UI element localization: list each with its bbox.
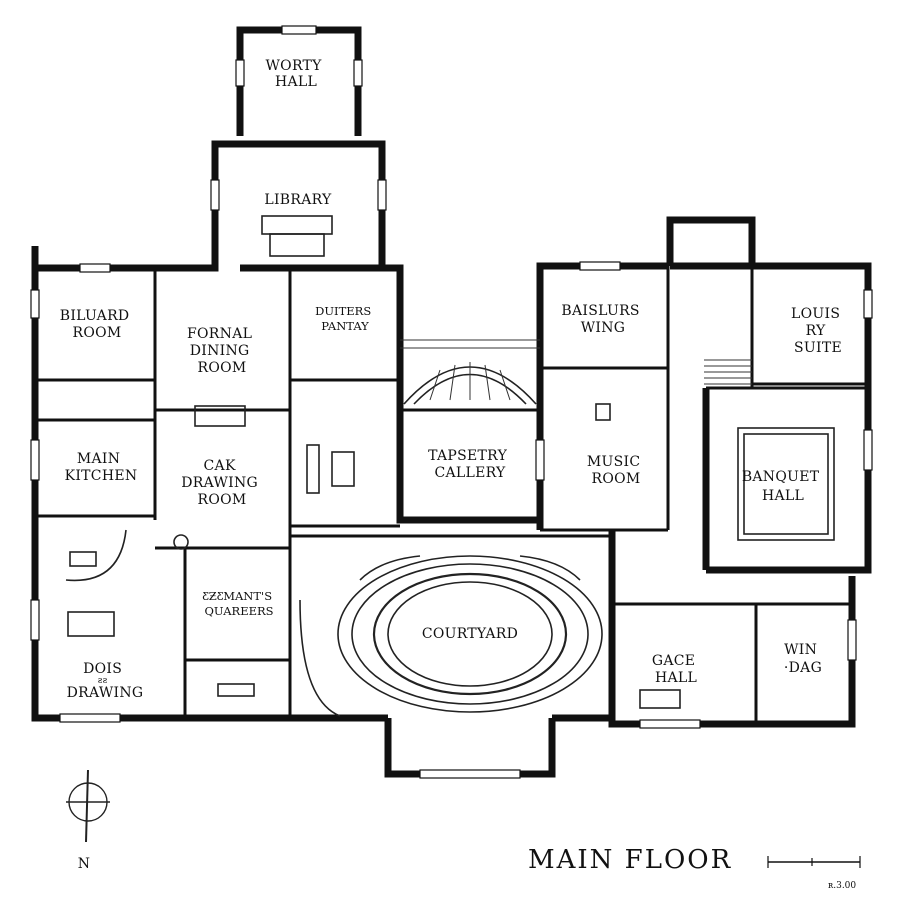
furniture [65,215,835,709]
room-label-biluard-room: BILUARD ROOM [60,308,134,341]
room-label-fornal-dining-room: FORNAL DINING ROOM [187,326,257,376]
courtyard-rings [299,555,603,717]
room-label-cak-drawing-room: CAK DRAWING ROOM [181,458,263,508]
room-label-main-kitchen: MAIN KITCHEN [65,451,138,484]
room-label-louis-suite: LOUIS RY SUITE [791,306,845,356]
scale-note: ʀ.3.00 [828,881,856,891]
room-label-worty-hall: WORTY HALL [265,58,326,90]
walls [31,26,872,778]
room-label-banquet-hall: BANQUET HALL [742,469,824,504]
room-label-duiters-pantay: DUITERS PANTAY [315,304,375,333]
room-label-win-dag: WIN ·DAG [784,642,822,676]
room-label-dois-drawing: DOIS ƨƨ DRAWING [67,661,144,701]
scale-bar [767,856,861,868]
room-label-servants-quarters: ƸƵƸMANT'S QUAREERS [202,589,275,618]
windows [30,25,873,779]
north-arrow: N [66,769,110,872]
room-label-baislurs-wing: BAISLURS WING [561,303,644,336]
room-labels: WORTY HALL LIBRARY BILUARD ROOM FORNAL D… [60,58,845,701]
room-label-music-room: MUSIC ROOM [587,454,645,487]
room-label-gace-hall: GACE HALL [652,653,700,686]
tapestry-arch [400,339,540,405]
room-label-courtyard: COURTYARD [422,626,518,642]
north-label: N [78,856,91,872]
room-label-library: LIBRARY [264,192,332,208]
room-label-tapsetry-callery: TAPSETRY CALLERY [428,448,512,481]
plan-title: MAIN FLOOR [528,845,732,875]
